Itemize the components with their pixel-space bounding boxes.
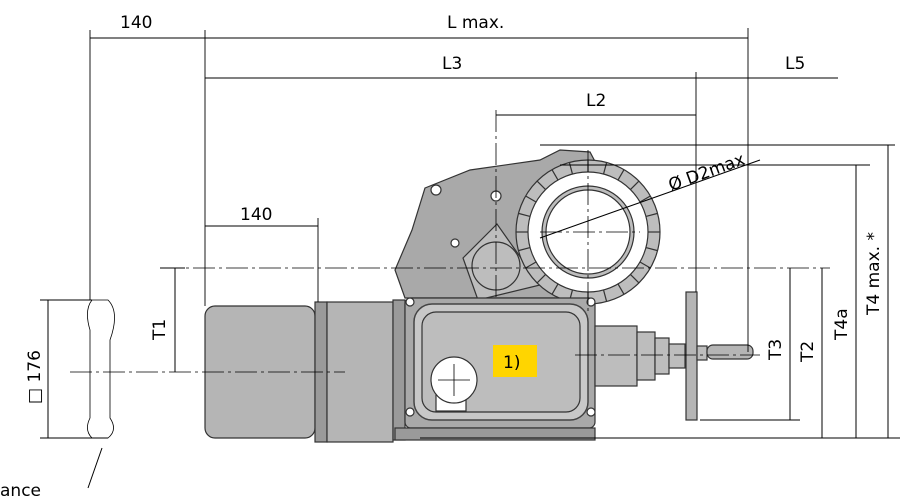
dim-l-max: L max. bbox=[447, 13, 504, 33]
cable-entry-plug bbox=[430, 356, 478, 412]
dial-notch bbox=[536, 180, 546, 190]
cover-screw bbox=[405, 407, 415, 417]
dim-t3: T3 bbox=[766, 339, 786, 361]
dial-notch bbox=[568, 162, 574, 175]
dim-t4max: T4 max. * bbox=[864, 232, 884, 316]
callout-badge: 1) bbox=[493, 345, 537, 377]
dial-notch bbox=[617, 169, 625, 181]
dial-notch bbox=[551, 283, 559, 295]
extension-lines bbox=[40, 28, 900, 439]
center-lines bbox=[70, 110, 830, 373]
callout-label: 1) bbox=[503, 353, 520, 373]
cover-screw bbox=[405, 297, 415, 307]
dim-square-176: □ 176 bbox=[25, 350, 45, 404]
dim-l2: L2 bbox=[586, 91, 606, 111]
dial-notch bbox=[525, 195, 537, 203]
dial-notch bbox=[630, 180, 640, 190]
dial-notch bbox=[518, 246, 531, 252]
dial-notch bbox=[602, 162, 608, 175]
dim-l3: L3 bbox=[442, 54, 462, 74]
dial-notch bbox=[639, 261, 651, 269]
dim-140-top: 140 bbox=[120, 13, 152, 33]
dial-notch bbox=[602, 289, 608, 302]
base-plate bbox=[394, 427, 596, 441]
dim-l5: L5 bbox=[785, 54, 805, 74]
dial-notch bbox=[525, 261, 537, 269]
dial-notch bbox=[639, 195, 651, 203]
clearance-note: ance bbox=[0, 481, 41, 501]
dim-t1: T1 bbox=[150, 319, 170, 341]
cover-screw bbox=[586, 297, 596, 307]
dial-notch bbox=[518, 212, 531, 218]
cover-screw bbox=[586, 407, 596, 417]
dial-notch bbox=[536, 274, 546, 284]
dial-notch bbox=[630, 274, 640, 284]
dimension-lines bbox=[47, 37, 889, 489]
actuator-assembly bbox=[87, 149, 754, 443]
housing-bolt bbox=[450, 238, 460, 248]
dial-notch bbox=[645, 212, 658, 218]
dim-t4a: T4a bbox=[832, 308, 852, 341]
housing-bolt bbox=[430, 184, 442, 196]
dim-t2: T2 bbox=[798, 341, 818, 363]
dial-notch bbox=[551, 169, 559, 181]
dim-d2max: Ø D2max bbox=[666, 150, 748, 196]
handwheel-shaft bbox=[594, 291, 754, 421]
dial-notch bbox=[645, 246, 658, 252]
dial-notch bbox=[617, 283, 625, 295]
motor-adapter bbox=[392, 299, 406, 441]
clearance-contour bbox=[87, 299, 115, 439]
dim-140-left: 140 bbox=[240, 205, 272, 225]
